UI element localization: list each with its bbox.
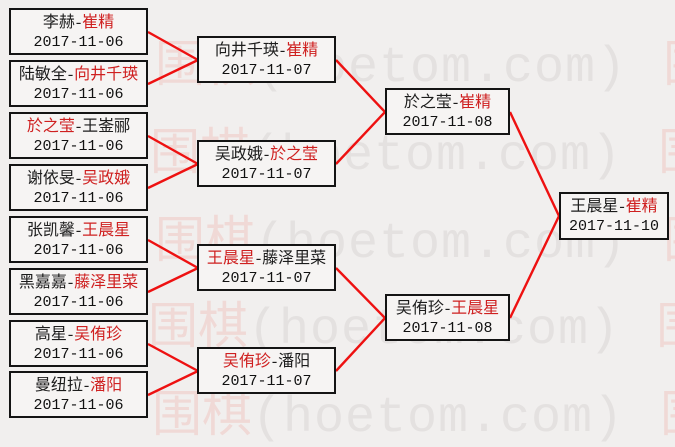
player1-name: 陆敏全 bbox=[18, 66, 67, 83]
vs-dash: - bbox=[444, 300, 451, 317]
match-players: 於之莹-崔精 bbox=[387, 92, 508, 113]
match-box-sf-2: 吴侑珍-王晨星 2017-11-08 bbox=[385, 294, 510, 341]
player2-name: 崔精 bbox=[82, 14, 115, 31]
player2-name: 於之莹 bbox=[270, 146, 319, 163]
match-box-r1-6: 黑嘉嘉-藤泽里菜 2017-11-06 bbox=[9, 268, 148, 315]
player2-name: 潘阳 bbox=[90, 377, 123, 394]
match-box-r1-1: 李赫-崔精 2017-11-06 bbox=[9, 8, 148, 55]
tournament-bracket-page: { "page": { "background": "#f1efee", "de… bbox=[9, 8, 675, 445]
match-box-final: 王晨星-崔精 2017-11-10 bbox=[559, 192, 669, 240]
player1-name: 吴侑珍 bbox=[222, 353, 271, 370]
player2-name: 藤泽里菜 bbox=[74, 274, 139, 291]
vs-dash: - bbox=[75, 222, 82, 239]
match-box-qf-2: 吴政娥-於之莹 2017-11-07 bbox=[197, 140, 336, 187]
match-date: 2017-11-07 bbox=[221, 166, 312, 183]
vs-dash: - bbox=[75, 14, 82, 31]
vs-dash: - bbox=[75, 118, 82, 135]
player2-name: 王崟郦 bbox=[82, 118, 131, 135]
match-players: 谢依旻-吴政娥 bbox=[11, 168, 146, 189]
watermark-cjk-text: 围棋 bbox=[148, 298, 248, 354]
match-date: 2017-11-07 bbox=[221, 373, 312, 390]
watermark-cjk-text: 围棋 bbox=[663, 212, 675, 268]
match-date: 2017-11-07 bbox=[221, 62, 312, 79]
match-players: 吴政娥-於之莹 bbox=[199, 144, 334, 165]
vs-dash: - bbox=[263, 146, 270, 163]
match-players: 王晨星-藤泽里菜 bbox=[199, 248, 334, 269]
match-box-sf-1: 於之莹-崔精 2017-11-08 bbox=[385, 88, 510, 135]
match-box-r1-2: 陆敏全-向井千瑛 2017-11-06 bbox=[9, 60, 148, 107]
match-players: 高星-吴侑珍 bbox=[11, 324, 146, 345]
match-box-r1-5: 张凯馨-王晨星 2017-11-06 bbox=[9, 216, 148, 263]
match-date: 2017-11-06 bbox=[33, 34, 124, 51]
vs-dash: - bbox=[67, 66, 74, 83]
player2-name: 崔精 bbox=[459, 94, 492, 111]
match-box-r1-4: 谢依旻-吴政娥 2017-11-06 bbox=[9, 164, 148, 211]
match-players: 曼纽拉-潘阳 bbox=[11, 375, 146, 396]
vs-dash: - bbox=[452, 94, 459, 111]
player1-name: 黑嘉嘉 bbox=[18, 274, 67, 291]
player1-name: 李赫 bbox=[42, 14, 75, 31]
player2-name: 崔精 bbox=[625, 198, 658, 215]
player1-name: 吴政娥 bbox=[214, 146, 263, 163]
match-players: 张凯馨-王晨星 bbox=[11, 220, 146, 241]
match-players: 吴侑珍-潘阳 bbox=[199, 351, 334, 372]
match-players: 黑嘉嘉-藤泽里菜 bbox=[11, 272, 146, 293]
match-date: 2017-11-06 bbox=[33, 397, 124, 414]
match-date: 2017-11-07 bbox=[221, 270, 312, 287]
player2-name: 吴政娥 bbox=[82, 170, 131, 187]
player2-name: 吴侑珍 bbox=[74, 326, 123, 343]
watermark-cjk-text: 围棋 bbox=[660, 386, 675, 442]
player1-name: 谢依旻 bbox=[26, 170, 75, 187]
player1-name: 王晨星 bbox=[206, 250, 255, 267]
player2-name: 向井千瑛 bbox=[74, 66, 139, 83]
bracket-connector-lines bbox=[147, 30, 561, 397]
match-box-qf-3: 王晨星-藤泽里菜 2017-11-07 bbox=[197, 244, 336, 291]
match-date: 2017-11-06 bbox=[33, 294, 124, 311]
player1-name: 张凯馨 bbox=[26, 222, 75, 239]
match-date: 2017-11-10 bbox=[568, 218, 659, 235]
vs-dash: - bbox=[75, 170, 82, 187]
match-box-qf-4: 吴侑珍-潘阳 2017-11-07 bbox=[197, 347, 336, 394]
player1-name: 向井千瑛 bbox=[214, 42, 279, 59]
match-players: 於之莹-王崟郦 bbox=[11, 116, 146, 137]
player1-name: 曼纽拉 bbox=[34, 377, 83, 394]
vs-dash: - bbox=[83, 377, 90, 394]
player2-name: 藤泽里菜 bbox=[262, 250, 327, 267]
vs-dash: - bbox=[67, 326, 74, 343]
match-players: 王晨星-崔精 bbox=[561, 196, 667, 217]
match-box-qf-1: 向井千瑛-崔精 2017-11-07 bbox=[197, 36, 336, 83]
vs-dash: - bbox=[67, 274, 74, 291]
vs-dash: - bbox=[255, 250, 262, 267]
player1-name: 高星 bbox=[34, 326, 67, 343]
watermark-cjk-text: 围棋 bbox=[663, 36, 675, 92]
match-date: 2017-11-06 bbox=[33, 242, 124, 259]
match-box-r1-7: 高星-吴侑珍 2017-11-06 bbox=[9, 320, 148, 367]
match-date: 2017-11-08 bbox=[402, 114, 493, 131]
player1-name: 王晨星 bbox=[570, 198, 619, 215]
vs-dash: - bbox=[619, 198, 625, 215]
vs-dash: - bbox=[279, 42, 286, 59]
vs-dash: - bbox=[271, 353, 278, 370]
player2-name: 王晨星 bbox=[451, 300, 500, 317]
match-players: 吴侑珍-王晨星 bbox=[387, 298, 508, 319]
player2-name: 潘阳 bbox=[278, 353, 311, 370]
match-date: 2017-11-06 bbox=[33, 190, 124, 207]
watermark-cjk-text: 围棋 bbox=[656, 298, 675, 354]
match-date: 2017-11-06 bbox=[33, 138, 124, 155]
match-date: 2017-11-06 bbox=[33, 86, 124, 103]
match-box-r1-3: 於之莹-王崟郦 2017-11-06 bbox=[9, 112, 148, 159]
watermark-cjk-text: 围棋 bbox=[658, 124, 675, 180]
match-box-r1-8: 曼纽拉-潘阳 2017-11-06 bbox=[9, 371, 148, 418]
player1-name: 吴侑珍 bbox=[395, 300, 444, 317]
player1-name: 於之莹 bbox=[403, 94, 452, 111]
match-date: 2017-11-08 bbox=[402, 320, 493, 337]
match-players: 陆敏全-向井千瑛 bbox=[11, 64, 146, 85]
player2-name: 崔精 bbox=[286, 42, 319, 59]
player1-name: 於之莹 bbox=[26, 118, 75, 135]
match-players: 向井千瑛-崔精 bbox=[199, 40, 334, 61]
match-date: 2017-11-06 bbox=[33, 346, 124, 363]
match-players: 李赫-崔精 bbox=[11, 12, 146, 33]
player2-name: 王晨星 bbox=[82, 222, 131, 239]
